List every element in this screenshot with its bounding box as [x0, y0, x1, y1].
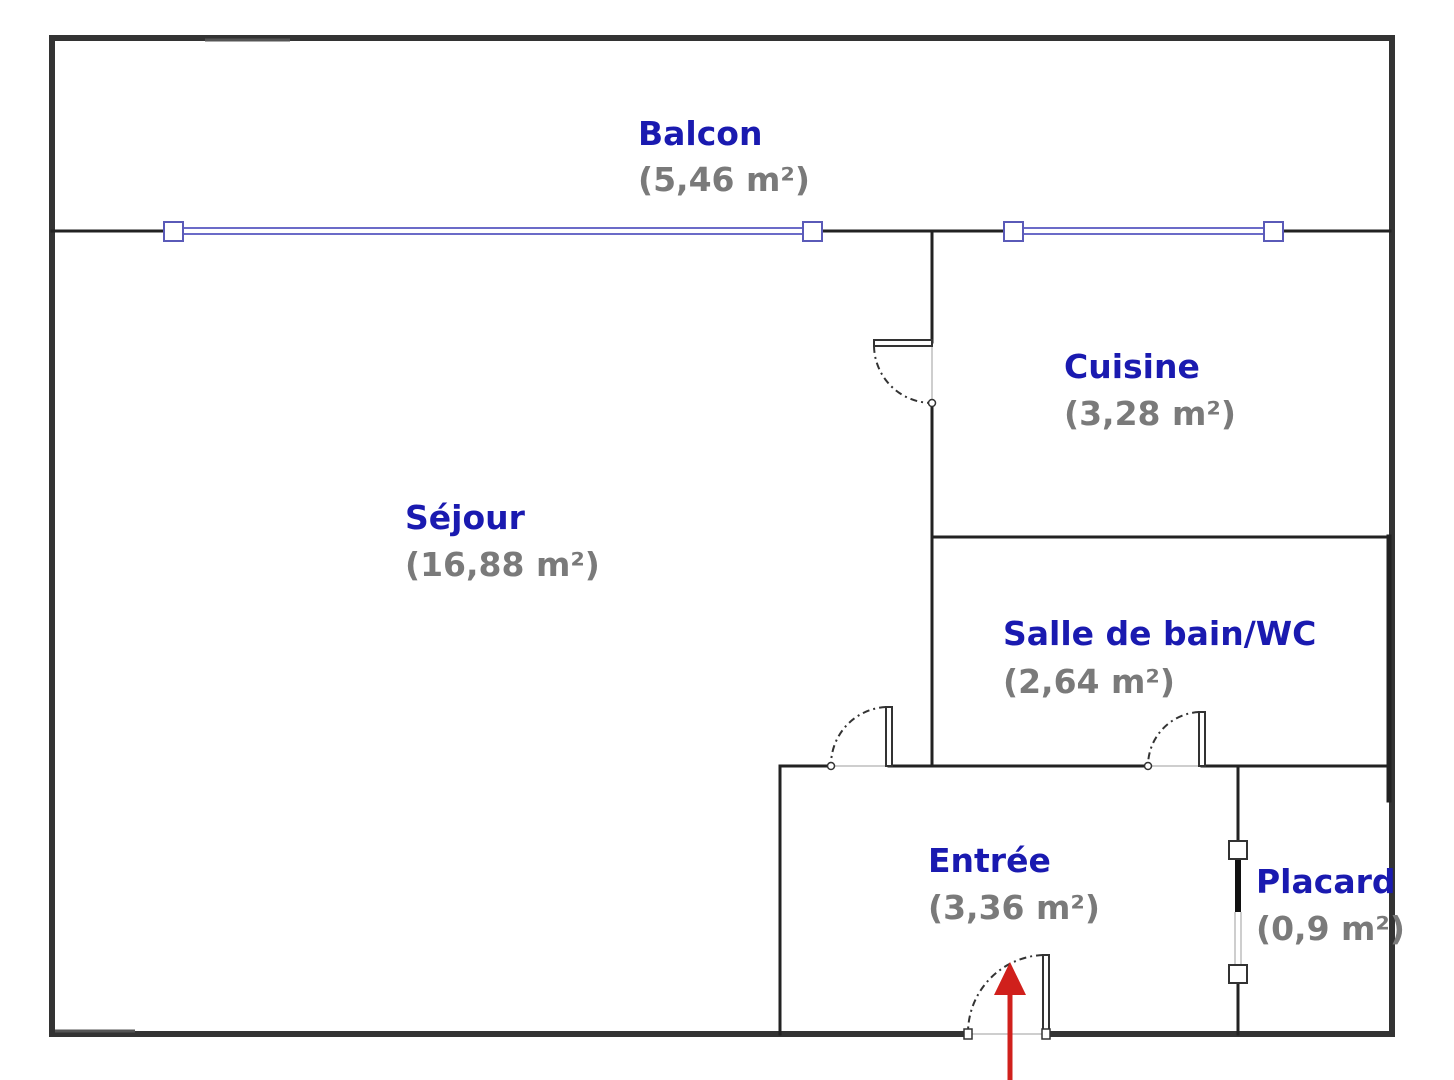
window-sejour — [163, 221, 823, 242]
room-name-sejour: Séjour — [405, 498, 526, 537]
room-area-sejour: (16,88 m²) — [405, 545, 600, 584]
room-label-cuisine: Cuisine (3,28 m²) — [1064, 347, 1236, 433]
window-cuisine — [1003, 221, 1284, 242]
room-label-sejour: Séjour (16,88 m²) — [405, 498, 600, 584]
room-area-salle-de-bain: (2,64 m²) — [1003, 662, 1175, 701]
room-name-salle-de-bain: Salle de bain/WC — [1003, 614, 1316, 653]
room-area-entree: (3,36 m²) — [928, 888, 1100, 927]
room-name-balcon: Balcon — [638, 114, 762, 153]
door-entree — [963, 954, 1051, 1040]
door-sejour — [826, 706, 893, 771]
room-label-balcon: Balcon (5,46 m²) — [638, 114, 810, 199]
placard-sliding-door — [1228, 840, 1248, 984]
outer-wall — [49, 35, 1395, 1037]
room-area-placard: (0,9 m²) — [1256, 909, 1405, 948]
room-label-entree: Entrée (3,36 m²) — [928, 841, 1100, 927]
room-area-cuisine: (3,28 m²) — [1064, 394, 1236, 433]
room-name-cuisine: Cuisine — [1064, 347, 1200, 386]
room-label-placard: Placard (0,9 m²) — [1256, 862, 1405, 948]
room-name-placard: Placard — [1256, 862, 1396, 901]
door-salle-de-bain — [1143, 711, 1206, 771]
door-cuisine — [873, 339, 937, 408]
entrance-arrow-icon — [994, 962, 1026, 1080]
room-name-entree: Entrée — [928, 841, 1051, 880]
room-label-salle-de-bain: Salle de bain/WC (2,64 m²) — [1003, 614, 1316, 701]
room-area-balcon: (5,46 m²) — [638, 160, 810, 199]
